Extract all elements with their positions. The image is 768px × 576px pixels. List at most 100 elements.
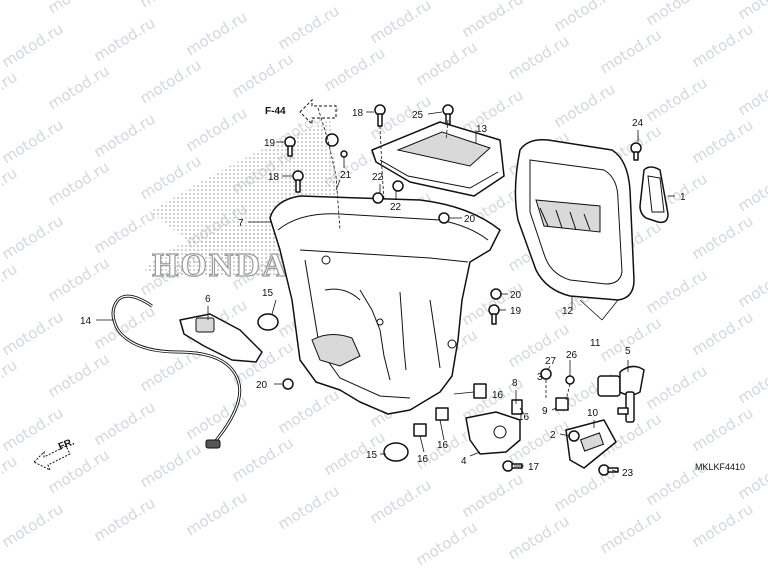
watermark-text: motod.ru (45, 350, 113, 402)
watermark-text: motod.ru (183, 8, 251, 60)
callout-19: 19 (264, 138, 276, 149)
nut (392, 180, 404, 192)
grommet (257, 313, 279, 331)
callout-13: 13 (476, 124, 488, 135)
watermark-text: motod.ru (0, 500, 66, 552)
collar (568, 430, 580, 442)
watermark-text: motod.ru (597, 26, 665, 78)
clip (473, 383, 487, 399)
watermark-text: motod.ru (735, 260, 768, 312)
callout-14: 14 (80, 316, 92, 327)
watermark-text: motod.ru (735, 0, 768, 23)
callout-20: 20 (510, 290, 522, 301)
watermark-text: motod.ru (459, 470, 527, 522)
watermark-text: motod.ru (0, 356, 20, 408)
callout-12: 12 (562, 306, 574, 317)
callout-9: 9 (542, 406, 548, 417)
nut (372, 192, 384, 204)
callout-17: 17 (528, 462, 540, 473)
watermark-text: motod.ru (413, 518, 481, 570)
watermark-text: motod.ru (137, 440, 205, 492)
watermark-text: motod.ru (643, 362, 711, 414)
watermark-text: motod.ru (0, 164, 20, 216)
callout-18: 18 (268, 172, 280, 183)
box-lid-cover (371, 121, 505, 197)
watermark-text: motod.ru (597, 506, 665, 558)
watermark-text: motod.ru (505, 32, 573, 84)
callout-7: 7 (238, 218, 244, 229)
watermark-text: motod.ru (413, 38, 481, 90)
bolt (630, 142, 642, 161)
reference-label: F-44 (265, 106, 286, 117)
callout-16: 16 (417, 454, 429, 465)
watermark-text: motod.ru (91, 206, 159, 258)
clip-nut (490, 288, 502, 300)
watermark-text: motod.ru (643, 266, 711, 318)
clip (413, 423, 427, 437)
screw (488, 304, 500, 325)
callout-5: 5 (625, 346, 631, 357)
lock-cam (555, 397, 569, 411)
watermark-text: motod.ru (551, 0, 619, 35)
watermark-text: motod.ru (689, 500, 757, 552)
front-label: FR. (57, 436, 76, 452)
callout-6: 6 (205, 294, 211, 305)
watermark-text: motod.ru (0, 212, 66, 264)
luggage-box (269, 195, 501, 415)
watermark-text: motod.ru (91, 494, 159, 546)
callout-26: 26 (566, 350, 578, 361)
bolt (442, 104, 454, 125)
callout-2: 2 (550, 430, 556, 441)
callout-20: 20 (464, 214, 476, 225)
watermark-text: motod.ru (91, 302, 159, 354)
watermark-text: motod.ru (321, 44, 389, 96)
callout-4: 4 (461, 456, 467, 467)
watermark-text: motod.ru (643, 74, 711, 126)
watermark-text: motod.ru (689, 308, 757, 360)
watermark-text: motod.ru (735, 452, 768, 504)
opener-cable (111, 294, 242, 449)
callout-22: 22 (372, 172, 384, 183)
outer-lid-frame (514, 138, 635, 301)
watermark-text: motod.ru (45, 62, 113, 114)
callout-16: 16 (492, 390, 504, 401)
clip-nut (438, 212, 450, 224)
watermark-text: motod.ru (689, 20, 757, 72)
latch-plate (565, 419, 617, 469)
watermark-text: motod.ru (505, 512, 573, 564)
screw (598, 464, 619, 476)
clip-fastener (325, 133, 339, 147)
clip-nut (282, 378, 294, 390)
watermark-text: motod.ru (0, 404, 66, 456)
watermark-text: motod.ru (137, 0, 205, 11)
callout-8: 8 (512, 378, 518, 389)
latch-bracket (465, 411, 521, 455)
collar (540, 368, 552, 380)
watermark-text: motod.ru (321, 428, 389, 480)
watermark-text: motod.ru (275, 386, 343, 438)
watermark-text: motod.ru (183, 104, 251, 156)
assembly-guide-lines (317, 107, 571, 401)
watermark-text: motod.ru (551, 80, 619, 132)
watermark-text: motod.ru (137, 56, 205, 108)
watermark-text: motod.ru (367, 0, 435, 47)
watermark-text: motod.ru (0, 308, 66, 360)
watermark-text: motod.ru (45, 0, 113, 17)
watermark-text: motod.ru (367, 476, 435, 528)
grommet (383, 442, 409, 462)
callout-10: 10 (587, 408, 599, 419)
reference-arrow: F-44 (265, 98, 337, 126)
watermark-text: motod.ru (0, 68, 20, 120)
watermark-text: motod.ru (459, 0, 527, 41)
brand-wordmark: HONDA (152, 247, 289, 284)
watermark-text: motod.ru (183, 392, 251, 444)
front-direction-arrow: FR. (33, 436, 76, 472)
watermark-text: motod.ru (0, 260, 20, 312)
callout-20: 20 (256, 380, 268, 391)
screw (284, 136, 296, 157)
callout-27: 27 (545, 356, 557, 367)
callout-labels: 1 2 3 4 5 6 7 8 9 10 11 12 13 14 15 15 1… (80, 108, 686, 479)
bolt (374, 104, 386, 127)
watermark-text: motod.ru (91, 110, 159, 162)
